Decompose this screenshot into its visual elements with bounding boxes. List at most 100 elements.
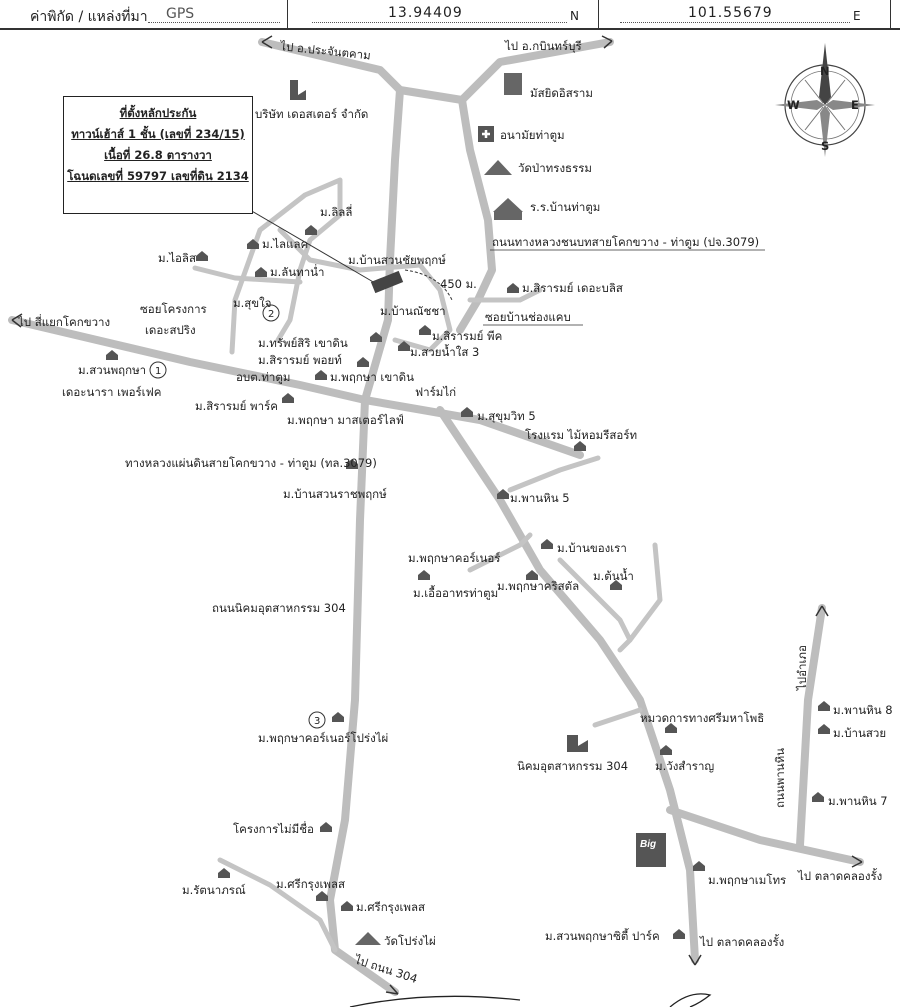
house-icon [818,701,830,711]
marker-circle [308,711,326,729]
label-m-sri-krung1: ม.ศรีกรุงเพลส [276,877,345,891]
label-the-spring: เดอะสปริง [145,323,196,337]
label-m-sirarom-peak: ม.สิรารมย์ พีค [432,329,502,343]
location-map: N S E W Big 1 2 3 [8,35,893,1007]
lon-line [620,22,850,23]
arrow-icon [851,855,863,868]
header-divider [890,0,891,28]
house-icon [370,332,382,342]
header-divider [598,0,599,28]
compass-rose-icon: N S E W [775,43,875,157]
arrow-icon [385,984,399,995]
source-value: GPS [166,6,195,22]
house-icon [315,370,327,380]
house-icon [660,745,672,755]
label-m-pruksa-khaodin: ม.พฤกษา เขาดิน [330,370,414,384]
label-obt: อบต.ท่าตูม [236,370,290,384]
house-icons [106,225,830,939]
road-top [258,38,614,104]
house-icon [196,251,208,261]
longitude-value: 101.55679 [688,5,773,21]
house-icon [497,489,509,499]
label-wat-prong-phai: วัดโปร่งไผ่ [384,934,436,948]
label-m-sirarom-bliss: ม.สิรารมย์ เดอะบลิส [522,281,623,295]
road-pruksa-corner [467,532,533,573]
road-villages-nw [229,177,343,355]
temple-icon [484,160,512,175]
arrow-icon [11,313,23,328]
label-m-baan-suan: ม.บ้านสวนชัยพฤกษ์ [348,253,446,267]
label-m-sirarom-park: ม.สิรารมย์ พาร์ค [195,399,278,413]
road-network [8,38,864,996]
label-the-nara: เดอะนารา เพอร์เฟค [62,385,161,399]
source-line [148,22,280,23]
label-health-center: อนามัยท่าตูม [500,128,565,142]
label-m-baan-suan-rat: ม.บ้านสวนราชพฤกษ์ [283,487,387,501]
coord-label: ค่าพิกัด / แหล่งที่มา [30,9,148,25]
house-icon [812,792,824,802]
house-icon [665,723,677,733]
label-hotel: โรงแรม ไม้หอมรีสอร์ท [525,428,637,442]
label-m-sirarom-point: ม.สิรารมย์ พอยท์ [258,353,342,367]
label-m-ua-athorn: ม.เอื้ออาทรท่าตูม [413,585,498,600]
label-company: บริษัท เดอสเตอร์ จำกัด [255,107,368,121]
marker-circle [262,304,280,322]
road-villages-n [277,227,423,273]
label-m-pruksa-master: ม.พฤกษา มาสเตอร์ไลฟ์ [287,413,404,427]
label-m-pruksa-ruksit: ม.พฤกษาคริสตัล [497,579,579,593]
header-divider [287,0,288,28]
lat-line [312,22,567,23]
big-store-marker [636,833,666,867]
marker-circle [149,361,167,379]
house-icon [461,407,473,417]
signature-scribble [349,995,521,1007]
info-line3: โฉนดเลขที่ 59797 เลขที่ดิน 2134 [67,169,249,183]
lat-direction: N [570,9,579,23]
info-title: ที่ตั้งหลักประกัน [119,106,197,120]
label-m-baan-suay: ม.บ้านสวย [833,726,886,740]
signature-scribble [669,993,712,1007]
collateral-info-box: ที่ตั้งหลักประกัน ทาวน์เฮ้าส์ 1 ชั้น (เล… [63,96,253,214]
road-ailis [192,265,303,285]
house-icon [507,283,519,293]
house-icon [305,225,317,235]
house-icon [218,868,230,878]
label-industrial-estate: นิคมอุตสาหกรรม 304 [517,759,628,773]
road-sirarom [467,287,543,303]
house-icon [316,891,328,901]
cross-mark [482,130,490,138]
house-icon [332,712,344,722]
label-m-panhin7: ม.พานหิน 7 [828,794,888,808]
house-icon [419,325,431,335]
label-rural-road: ถนนทางหลวงชนบทสายโคกขวาง - ท่าตูม (ปจ.30… [492,235,759,249]
label-m-ton-nam: ม.ต้นน้ำ [593,568,634,583]
label-school: ร.ร.บ้านท่าตูม [530,200,600,214]
map-labels: ไป อ.ประจันตคาม ไป อ.กบินทร์บุรี มัสยิดอ… [17,39,893,986]
label-m-suan-pruksa-city: ม.สวนพฤกษาซิตี้ ปาร์ค [545,928,660,943]
label-m-baan-chicha: ม.บ้านณัชชา [380,304,446,318]
label-m-suay-nam-sai: ม.สวยน้ำใส 3 [410,344,479,359]
road-south-east [436,406,699,964]
marker-3: 3 [314,716,320,727]
label-soi-baan-chong: ซอยบ้านช่องแคบ [485,310,571,324]
label-soi-project: ซอยโครงการ [140,302,207,316]
highway-3079 [8,316,584,459]
road-center-north [361,86,404,404]
road-panhin [796,604,826,849]
marker-1: 1 [155,366,161,377]
label-m-pruksa-prong: ม.พฤกษาคอร์เนอร์โปร่งไผ่ [258,731,388,745]
house-icon [818,724,830,734]
label-m-wang-samran: ม.วังสำราญ [655,759,714,773]
site-pointer-line [249,209,376,284]
temple-icon [355,932,381,945]
label-highway: ทางหลวงแผ่นดินสายโคกขวาง - ท่าตูม (ทล.30… [125,456,377,470]
road-hotel [507,455,601,493]
big-label: Big [640,839,656,850]
house-icon [255,267,267,277]
label-m-suan-pruksa: ม.สวนพฤกษา [78,363,146,377]
label-to-market2: ไป ตลาดคลองรั้ง [699,934,784,949]
label-m-rattana: ม.รัตนาภรณ์ [182,883,246,897]
mosque-icon [504,73,522,95]
label-m-panhin8: ม.พานหิน 8 [833,703,893,717]
label-distance: 450 ม. [440,277,477,291]
